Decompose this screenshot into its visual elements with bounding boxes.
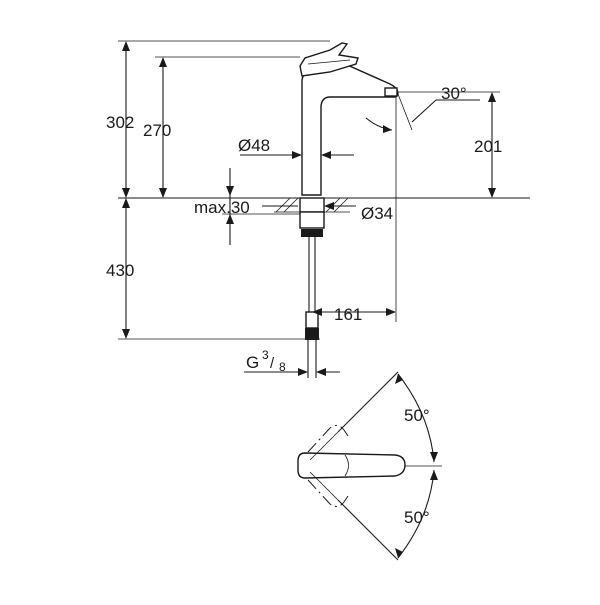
shank-threads <box>301 229 323 237</box>
dim-g38-numerator: 3 <box>262 348 269 362</box>
lever-top-center <box>297 452 406 479</box>
spout-angle-ref-line <box>397 93 413 131</box>
lever-top-detail <box>344 454 349 477</box>
angle-radial-down <box>337 499 399 561</box>
angle-radial-up-ext <box>309 431 339 461</box>
dim-161-label: 161 <box>334 305 362 324</box>
dim-201-label: 201 <box>474 137 502 156</box>
dim-g38-slash: / <box>270 355 275 372</box>
lever-top-rotated-up <box>307 424 349 453</box>
dim-48-label: Ø48 <box>238 136 270 155</box>
aerator <box>384 87 398 97</box>
dim-34-label: Ø34 <box>361 204 393 223</box>
mounting-nut <box>299 197 325 213</box>
angle-radial-up <box>337 371 399 433</box>
dim-g38-denominator: 8 <box>279 360 286 374</box>
dim-430-label: 430 <box>106 261 134 280</box>
dim-30deg-label: 30° <box>441 84 467 103</box>
dim-g38-base: G <box>246 353 259 372</box>
dim-302-label: 302 <box>106 113 134 132</box>
top-view: 50° 50° <box>297 371 442 561</box>
dim-30deg-leader <box>411 99 437 123</box>
angle-radial-down-ext <box>309 471 339 501</box>
threaded-shank <box>299 211 325 229</box>
angle-top-label: 50° <box>404 406 430 425</box>
lever-top-rotated-down <box>307 479 349 508</box>
angle-bottom-label: 50° <box>404 508 430 527</box>
hose-nut <box>305 328 319 340</box>
lever-detail-line <box>307 59 351 65</box>
dim-max30-label: max.30 <box>194 198 250 217</box>
hose-fitting <box>305 311 319 329</box>
lever-handle <box>299 42 359 77</box>
dim-270-label: 270 <box>143 121 171 140</box>
side-view: 302 270 201 30° Ø48 max.30 Ø34 <box>106 40 530 378</box>
